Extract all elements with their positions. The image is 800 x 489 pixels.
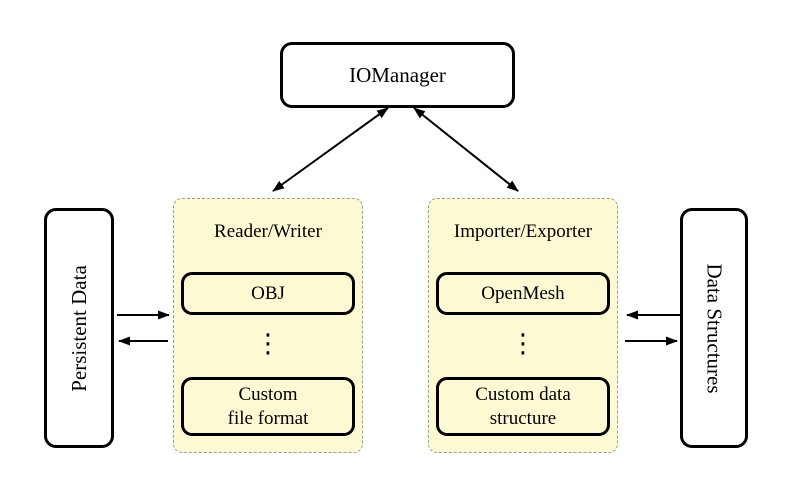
node-data-structures-label: Data Structures [702,262,727,394]
node-openmesh-label: OpenMesh [481,282,565,304]
node-custom-file-format-line1: Custom [238,384,298,406]
node-persistent-data: Persistent Data [44,208,114,448]
node-custom-data-structure-line2: structure [489,407,557,429]
group-importer-exporter: Importer/Exporter OpenMesh ⋮ Custom data… [428,198,618,453]
arrow-iomanager-importerexporter [413,107,519,192]
vertical-ellipsis-icon: ⋮ [510,329,536,359]
node-custom-file-format: Custom file format [181,377,355,436]
group-reader-writer-title: Reader/Writer [214,221,322,242]
node-custom-data-structure: Custom data structure [436,377,610,436]
node-obj: OBJ [181,272,355,315]
node-iomanager: IOManager [280,42,515,108]
group-importer-exporter-title: Importer/Exporter [453,221,593,242]
node-persistent-data-label: Persistent Data [66,264,91,392]
node-custom-data-structure-line1: Custom data [475,384,571,406]
node-obj-label: OBJ [251,282,285,304]
node-openmesh: OpenMesh [436,272,610,315]
node-custom-file-format-line2: file format [227,407,309,429]
arrow-iomanager-readerwriter [272,107,389,192]
node-data-structures: Data Structures [680,208,748,448]
group-reader-writer: Reader/Writer OBJ ⋮ Custom file format [173,198,363,453]
vertical-ellipsis-icon: ⋮ [255,329,281,359]
node-iomanager-label: IOManager [349,62,446,87]
